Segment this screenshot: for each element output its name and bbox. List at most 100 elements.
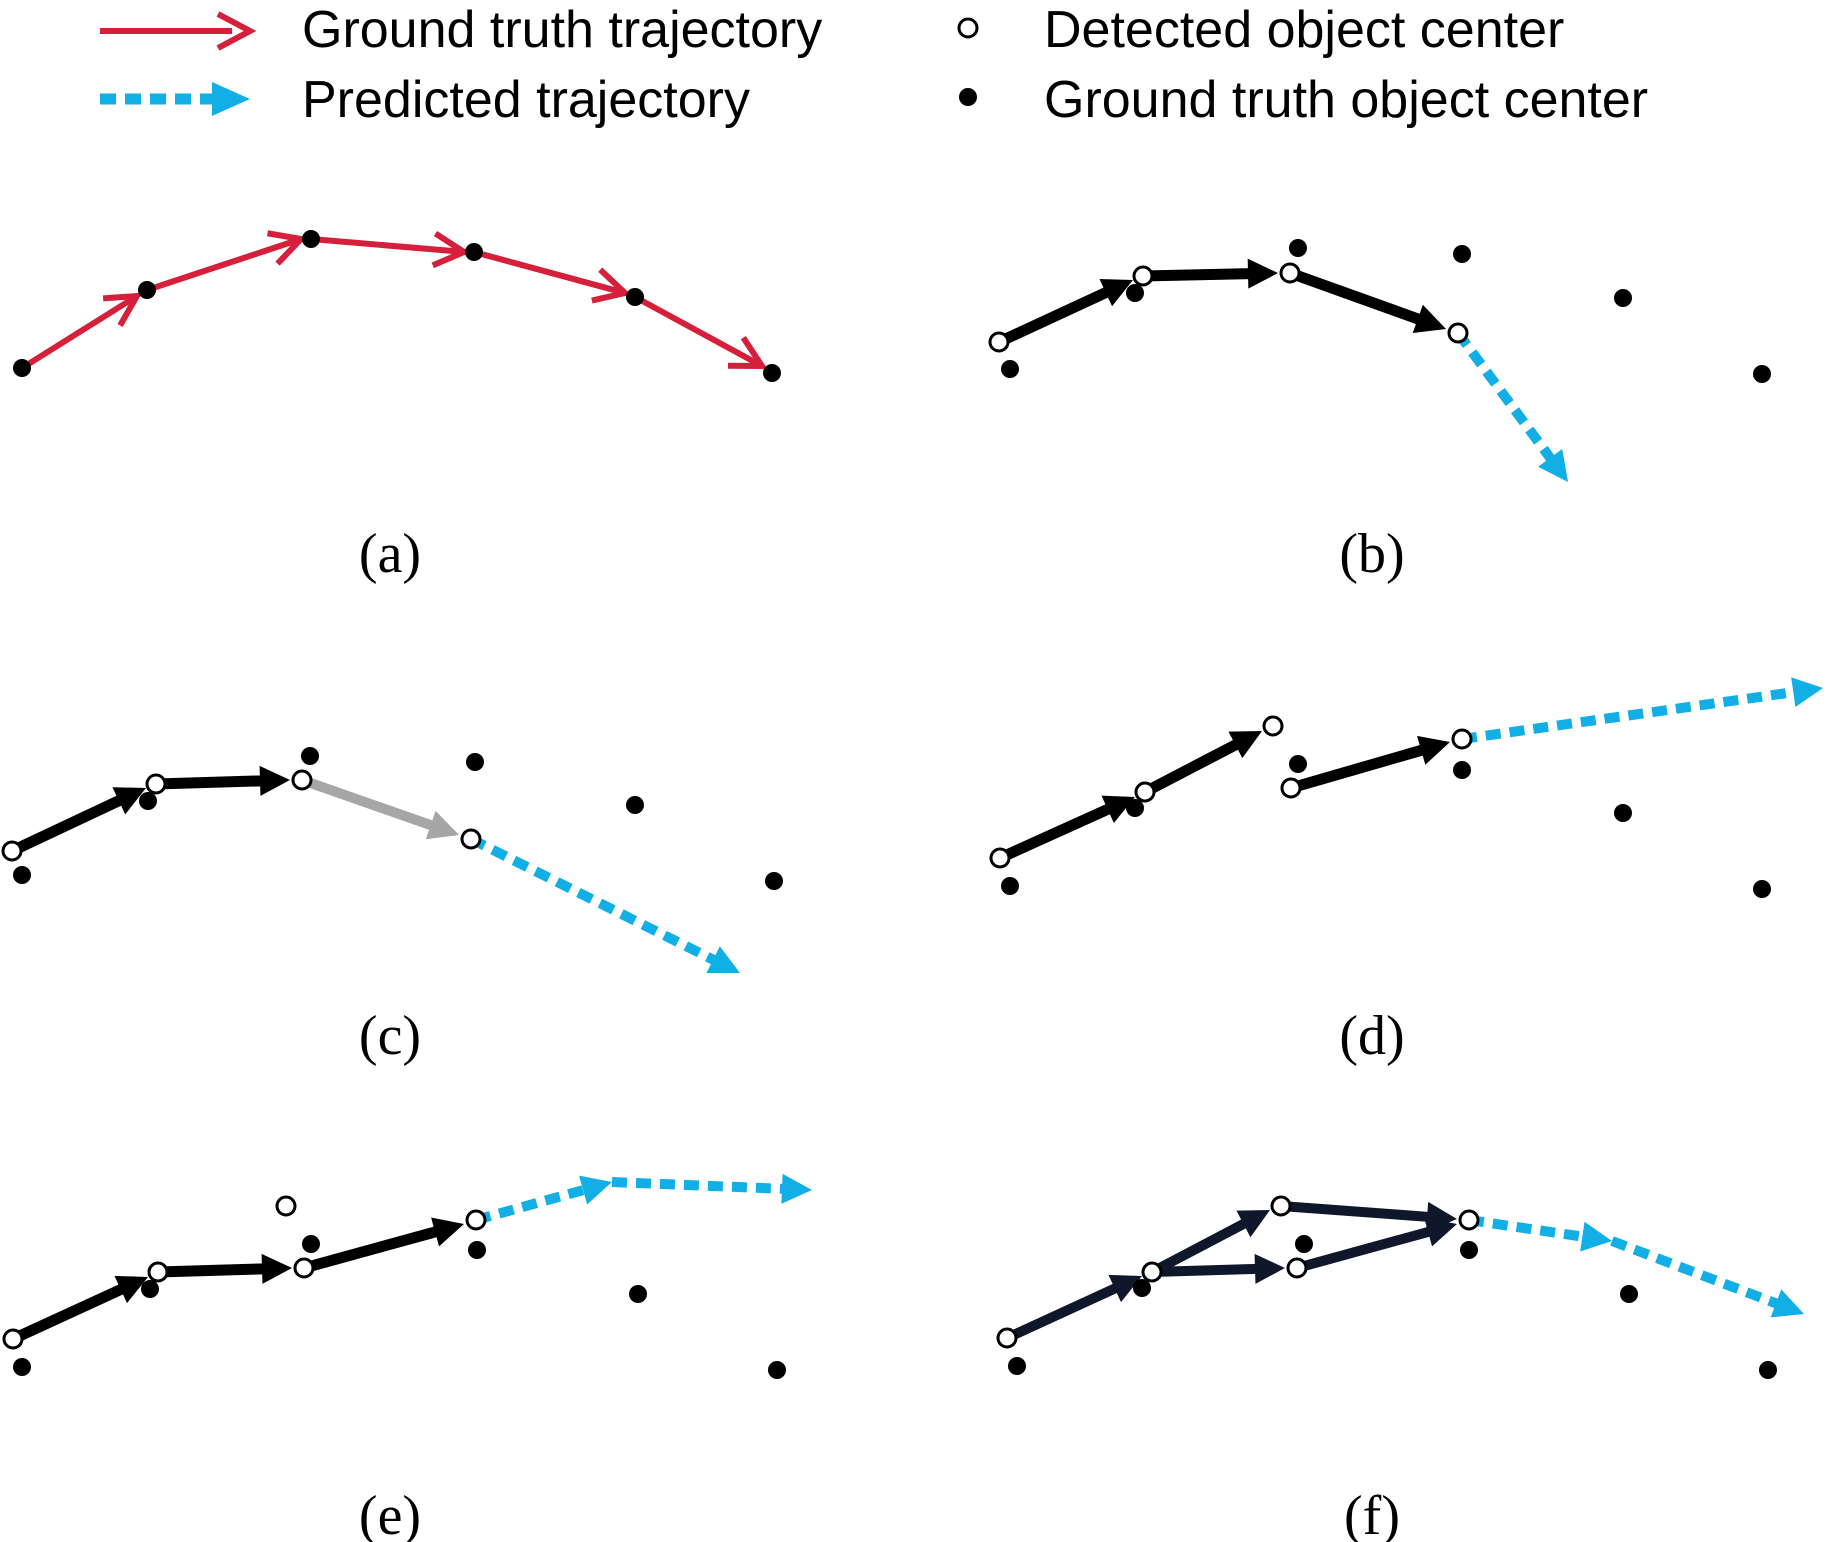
detected-center xyxy=(2,1328,24,1350)
gt-arrow xyxy=(633,294,768,370)
panel-b xyxy=(988,239,1771,482)
ground-truth-center xyxy=(626,288,644,306)
ground-truth-center xyxy=(138,281,156,299)
gt-arrow-shaft xyxy=(310,236,461,255)
ground-truth-center xyxy=(13,1358,31,1376)
legend-item-detected-object-center: Detected object center xyxy=(957,1,1564,59)
legend-item-ground-truth-object-center: Ground truth object center xyxy=(959,71,1648,129)
ground-truth-center xyxy=(1460,1241,1478,1259)
tracked-arrow xyxy=(1289,735,1450,794)
predicted-arrow-head xyxy=(1770,1289,1804,1318)
ground-truth-center xyxy=(1759,1361,1777,1379)
gt-arrow-shaft xyxy=(473,249,622,295)
ground-truth-center xyxy=(768,1361,786,1379)
gt-arrow-head xyxy=(727,335,768,370)
predicted-arrow-head xyxy=(706,946,740,974)
tracked-arrow-shaft xyxy=(302,1226,439,1274)
tracked_navy-arrow-shaft xyxy=(1151,1263,1258,1277)
predicted-arrow xyxy=(1468,1215,1612,1252)
tracked-arrow xyxy=(10,1275,148,1344)
panel-b-caption: (b) xyxy=(1339,523,1404,585)
tracked-arrow xyxy=(155,765,290,796)
detected-center xyxy=(275,1195,297,1217)
open-circle-icon xyxy=(957,17,979,39)
detected-center xyxy=(1458,1209,1480,1231)
tracked_navy-arrow-head xyxy=(1424,1217,1457,1247)
tracked-arrow-head xyxy=(261,1253,292,1284)
ground-truth-center xyxy=(1001,360,1019,378)
gt-arrow xyxy=(20,292,143,371)
panel-d-caption: (d) xyxy=(1339,1005,1404,1067)
tracked-arrow-head xyxy=(1228,731,1262,759)
tracked-arrow-head xyxy=(1247,258,1278,289)
detected-center xyxy=(145,773,167,795)
tracked-arrow-head xyxy=(431,1217,464,1247)
ground-truth-center xyxy=(1289,239,1307,257)
tracked-arrow-head xyxy=(259,765,290,796)
ground-truth-center xyxy=(1289,755,1307,773)
panel-a-caption: (a) xyxy=(359,523,421,585)
gt-arrow-head xyxy=(431,230,471,269)
tracked-arrow xyxy=(157,1253,292,1284)
tracked_navy-arrow-shaft xyxy=(1280,1201,1430,1222)
panel-e-caption: (e) xyxy=(359,1485,421,1542)
red-solid-arrow-icon xyxy=(100,11,257,51)
predicted-arrow xyxy=(1610,1236,1804,1318)
ground-truth-center xyxy=(629,1285,647,1303)
detected-center xyxy=(147,1261,169,1283)
legend-label: Ground truth object center xyxy=(1044,71,1648,129)
tracked_navy-arrow xyxy=(1149,1210,1270,1277)
associated-arrow-head xyxy=(425,810,459,840)
predicted-arrow-head xyxy=(1538,448,1568,482)
ground-truth-center xyxy=(1753,880,1771,898)
tracked_navy-arrow-head xyxy=(1254,1253,1285,1284)
ground-truth-center xyxy=(1126,799,1144,817)
tracked-arrow-shaft xyxy=(1142,739,1240,797)
tracked_navy-arrow-head xyxy=(1236,1210,1270,1238)
ground-truth-center xyxy=(302,1235,320,1253)
detected-center xyxy=(1270,1195,1292,1217)
detected-center xyxy=(1447,322,1469,344)
tracked-arrow xyxy=(302,1217,464,1274)
tracked-arrow-shaft xyxy=(155,775,263,790)
predicted-arrow-head xyxy=(781,1173,812,1204)
legend-item-predicted-trajectory: Predicted trajectory xyxy=(100,71,750,129)
gt-arrow xyxy=(310,230,471,269)
tracked-arrow-head xyxy=(112,787,146,815)
ground-truth-center xyxy=(141,1280,159,1298)
panel-f xyxy=(996,1195,1804,1379)
detected-center xyxy=(1451,728,1473,750)
ground-truth-center xyxy=(301,747,319,765)
tracked-arrow-shaft xyxy=(1288,267,1422,325)
predicted-arrow-shaft xyxy=(611,1177,785,1194)
associated-arrow xyxy=(300,775,459,840)
gt-arrow-head xyxy=(102,292,143,327)
predicted-arrow-shaft xyxy=(468,834,718,965)
detected-center xyxy=(291,769,313,791)
predicted-arrow xyxy=(1461,677,1823,744)
tracked-arrow xyxy=(1142,258,1278,289)
associated-arrow-shaft xyxy=(300,775,435,831)
ground-truth-center xyxy=(302,230,320,248)
legend-label: Ground truth trajectory xyxy=(302,1,822,59)
legend-item-ground-truth-trajectory: Ground truth trajectory xyxy=(100,1,822,59)
gt-arrow xyxy=(146,230,308,293)
tracked-arrow xyxy=(996,278,1133,347)
detected-center xyxy=(293,1257,315,1279)
detected-center xyxy=(465,1209,487,1231)
panel-e xyxy=(2,1173,812,1379)
predicted-arrow-head xyxy=(1580,1221,1612,1252)
detected-center xyxy=(1,840,23,862)
tracked_navy-arrow-shaft xyxy=(1295,1226,1432,1273)
tracked_navy-arrow-head xyxy=(1108,1274,1142,1303)
ground-truth-center xyxy=(1008,1357,1026,1375)
panels xyxy=(1,230,1823,1379)
ground-truth-center xyxy=(1453,245,1471,263)
predicted-arrow-shaft xyxy=(1610,1236,1780,1309)
ground-truth-center xyxy=(763,364,781,382)
predicted-arrow-shaft xyxy=(1461,686,1796,744)
legend: Ground truth trajectory Predicted trajec… xyxy=(100,1,1648,129)
tracked_navy-arrow-shaft xyxy=(1004,1283,1119,1343)
tracked-arrow-shaft xyxy=(157,1263,265,1278)
detected-center xyxy=(1132,265,1154,287)
